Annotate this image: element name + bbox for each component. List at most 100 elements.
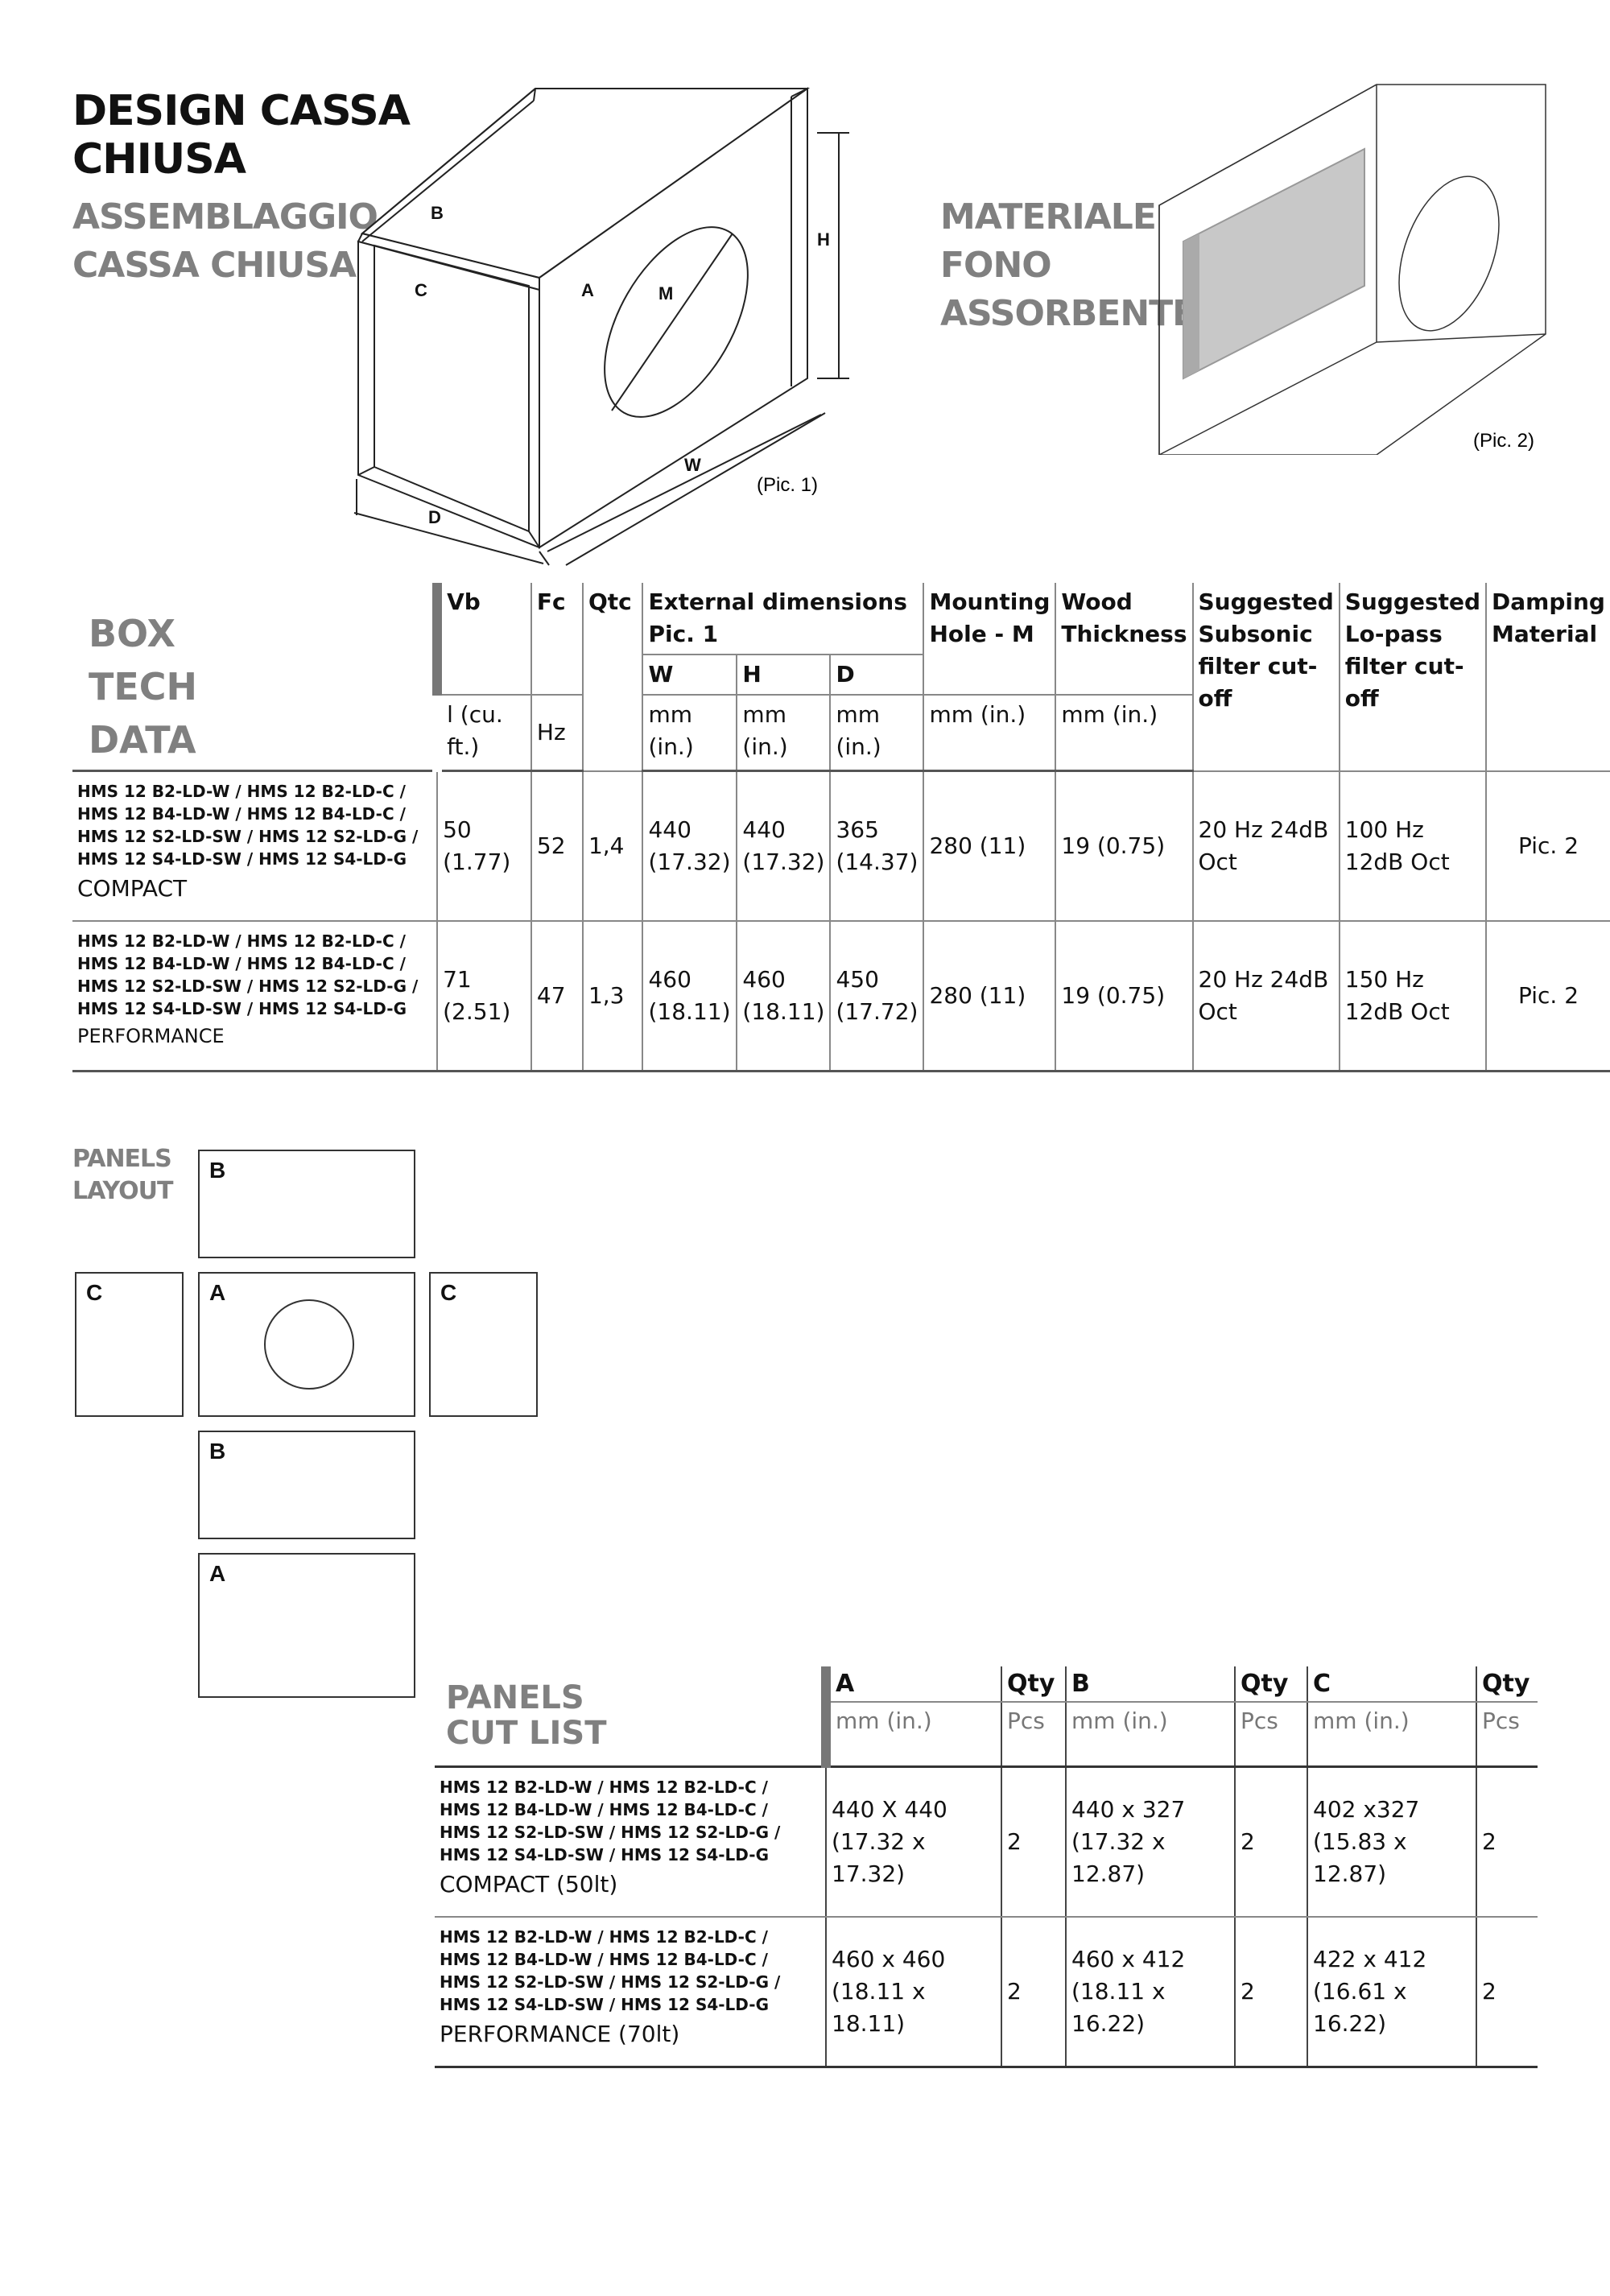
- panel-label: C: [86, 1280, 103, 1305]
- w-value: 440 (17.32): [642, 770, 738, 922]
- header-mounting-hole: Mounting Hole - M: [923, 583, 1057, 696]
- lopass-value: 100 Hz 12dB Oct: [1338, 770, 1488, 922]
- panel-b-top: B: [198, 1150, 415, 1258]
- title-line-1: DESIGN CASSA: [72, 87, 411, 135]
- cut-unit-qty-b: Pcs: [1234, 1702, 1307, 1768]
- cut-unit-qty-a: Pcs: [1001, 1702, 1066, 1768]
- model-line: HMS 12 B2-LD-W / HMS 12 B2-LD-C /: [440, 1927, 768, 1947]
- model-line: HMS 12 B4-LD-W / HMS 12 B4-LD-C /: [440, 1950, 768, 1969]
- variant-label: PERFORMANCE (70lt): [440, 2021, 680, 2047]
- cut-row-compact: HMS 12 B2-LD-W / HMS 12 B2-LD-C / HMS 12…: [435, 1766, 1538, 1918]
- title-line-2: CHIUSA: [72, 135, 246, 184]
- cut-b-value: 460 x 412 (18.11 x 16.22): [1065, 1917, 1235, 2068]
- panels-layout-title-line-1: PANELS: [72, 1145, 172, 1173]
- damping-value: Pic. 2: [1485, 770, 1610, 922]
- cut-header-a: A: [821, 1666, 1001, 1703]
- cut-qty-b-value: 2: [1234, 1766, 1307, 1918]
- qtc-value: 1,3: [581, 920, 644, 1072]
- fc-value: 47: [530, 920, 584, 1072]
- cut-qty-a-value: 2: [1001, 1766, 1066, 1918]
- panel-a-front: A: [198, 1272, 415, 1417]
- header-fc: Fc: [530, 583, 584, 696]
- cut-a-value: 440 X 440 (17.32 x 17.32): [825, 1766, 1001, 1918]
- w-value: 460 (18.11): [642, 920, 738, 1072]
- model-line: HMS 12 S2-LD-SW / HMS 12 S2-LD-G /: [440, 1823, 781, 1842]
- panel-b-bottom: B: [198, 1431, 415, 1539]
- cut-c-value: 402 x327 (15.83 x 12.87): [1307, 1766, 1476, 1918]
- model-line: HMS 12 S2-LD-SW / HMS 12 S2-LD-G /: [440, 1972, 781, 1992]
- panel-a-back: A: [198, 1553, 415, 1698]
- header-damping: Damping Material: [1485, 583, 1610, 772]
- qtc-value: 1,4: [581, 770, 644, 922]
- cut-a-value: 460 x 460 (18.11 x 18.11): [825, 1917, 1001, 2068]
- model-line: HMS 12 B4-LD-W / HMS 12 B4-LD-C /: [440, 1800, 768, 1819]
- cut-models-performance: HMS 12 B2-LD-W / HMS 12 B2-LD-C / HMS 12…: [435, 1917, 826, 2068]
- header-qtc: Qtc: [581, 583, 644, 772]
- h-value: 460 (18.11): [736, 920, 832, 1072]
- cut-c-value: 422 x 412 (16.61 x 16.22): [1307, 1917, 1476, 2068]
- panel-label: A: [209, 1561, 226, 1586]
- assembly-subtitle: ASSEMBLAGGIO CASSA CHIUSA: [72, 193, 378, 290]
- mount-value: 280 (11): [923, 920, 1057, 1072]
- cut-b-value: 440 x 327 (17.32 x 12.87): [1065, 1766, 1235, 1918]
- cut-list-title-line-2: CUT LIST: [446, 1715, 607, 1752]
- variant-label: COMPACT: [77, 875, 188, 902]
- pic2-caption: (Pic. 2): [1473, 430, 1534, 452]
- header-w: W: [642, 654, 738, 696]
- cut-unit-qty-c: Pcs: [1476, 1702, 1538, 1768]
- wood-value: 19 (0.75): [1055, 770, 1194, 922]
- label-d: D: [428, 507, 441, 527]
- model-line: HMS 12 S4-LD-SW / HMS 12 S4-LD-G: [77, 999, 407, 1018]
- pic1-caption: (Pic. 1): [757, 474, 818, 496]
- model-line: HMS 12 S2-LD-SW / HMS 12 S2-LD-G /: [77, 977, 419, 996]
- label-a: A: [581, 280, 594, 300]
- label-h: H: [817, 229, 830, 250]
- material-subtitle: MATERIALE FONO ASSORBENTE: [940, 193, 1196, 338]
- panel-c-right: C: [429, 1272, 538, 1417]
- panels-layout-title: PANELS LAYOUT: [72, 1143, 173, 1208]
- model-line: HMS 12 S4-LD-SW / HMS 12 S4-LD-G: [440, 1995, 769, 2014]
- model-line: HMS 12 B2-LD-W / HMS 12 B2-LD-C /: [440, 1778, 768, 1797]
- subsonic-value: 20 Hz 24dB Oct: [1191, 920, 1340, 1072]
- cut-header-b: B: [1065, 1666, 1235, 1703]
- panels-layout-title-line-2: LAYOUT: [72, 1177, 173, 1205]
- variant-label: COMPACT (50lt): [440, 1871, 618, 1898]
- vb-value: 71 (2.51): [436, 920, 532, 1072]
- unit-fc: Hz: [530, 694, 584, 772]
- cut-qty-b-value: 2: [1234, 1917, 1307, 2068]
- box-tech-data-table: BOX TECH DATA Vb Fc Qtc External dimensi…: [72, 583, 1610, 1072]
- tech-models-compact: HMS 12 B2-LD-W / HMS 12 B2-LD-C / HMS 12…: [72, 770, 439, 922]
- cut-unit-b: mm (in.): [1065, 1702, 1235, 1768]
- tech-title-tech: TECH: [89, 665, 198, 708]
- cut-unit-a: mm (in.): [821, 1702, 1001, 1768]
- tech-row-performance: HMS 12 B2-LD-W / HMS 12 B2-LD-C / HMS 12…: [72, 920, 1610, 1072]
- cut-qty-c-value: 2: [1476, 1766, 1538, 1918]
- model-line: HMS 12 S2-LD-SW / HMS 12 S2-LD-G /: [77, 827, 419, 846]
- label-m: M: [658, 283, 673, 304]
- unit-mounting: mm (in.): [923, 694, 1057, 772]
- cut-header-qty-c: Qty: [1476, 1666, 1538, 1703]
- label-w: W: [684, 455, 701, 475]
- unit-d: mm (in.): [829, 694, 925, 772]
- tech-title-box: BOX: [89, 612, 175, 655]
- panel-c-left: C: [75, 1272, 184, 1417]
- model-line: HMS 12 B4-LD-W / HMS 12 B4-LD-C /: [77, 804, 406, 824]
- h-value: 440 (17.32): [736, 770, 832, 922]
- wood-value: 19 (0.75): [1055, 920, 1194, 1072]
- subsonic-value: 20 Hz 24dB Oct: [1191, 770, 1340, 922]
- header-h: H: [736, 654, 832, 696]
- cut-list-title-line-1: PANELS: [446, 1679, 584, 1716]
- header-lopass: Suggested Lo-pass filter cut-off: [1338, 583, 1488, 772]
- material-subtitle-line-1: MATERIALE: [940, 196, 1157, 237]
- header-external-dimensions: External dimensions Pic. 1: [642, 583, 925, 655]
- tech-models-performance: HMS 12 B2-LD-W / HMS 12 B2-LD-C / HMS 12…: [72, 920, 439, 1072]
- cut-header-qty-a: Qty: [1001, 1666, 1066, 1703]
- lopass-value: 150 Hz 12dB Oct: [1338, 920, 1488, 1072]
- cut-list-title-cell: PANELS CUT LIST: [435, 1666, 826, 1768]
- box-assembly-diagram: B C A M H W D (Pic. 1): [353, 87, 849, 566]
- damping-material-diagram: (Pic. 2): [1158, 84, 1546, 455]
- unit-vb: l (cu. ft.): [432, 694, 532, 772]
- fc-value: 52: [530, 770, 584, 922]
- tech-row-compact: HMS 12 B2-LD-W / HMS 12 B2-LD-C / HMS 12…: [72, 770, 1610, 922]
- assembly-subtitle-line-1: ASSEMBLAGGIO: [72, 196, 378, 237]
